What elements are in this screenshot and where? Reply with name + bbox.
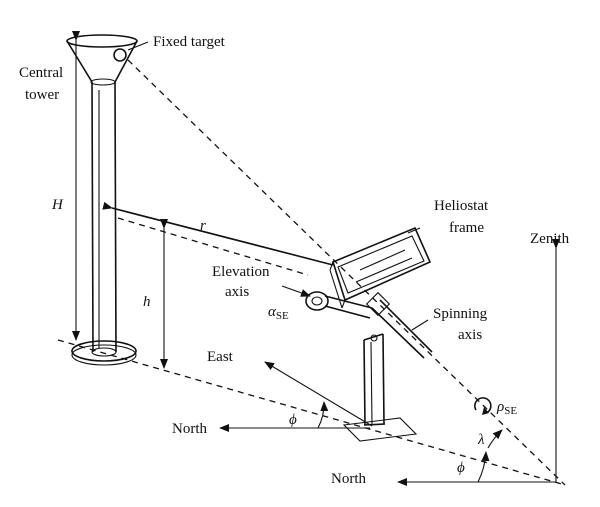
label-elevation-1: Elevation bbox=[212, 264, 270, 280]
label-zenith: Zenith bbox=[530, 231, 570, 247]
label-north-upper: North bbox=[172, 421, 207, 437]
fixed-target-leader bbox=[127, 41, 149, 51]
label-H: H bbox=[51, 197, 64, 213]
label-elevation-2: axis bbox=[225, 284, 249, 300]
rho-arrowhead bbox=[482, 407, 489, 415]
label-north-lower: North bbox=[331, 471, 366, 487]
heliostat-frame bbox=[305, 226, 433, 442]
central-tower bbox=[66, 34, 138, 366]
target-ray-line bbox=[127, 59, 566, 486]
lambda-arc bbox=[487, 429, 503, 449]
fixed-target-marker bbox=[113, 48, 127, 62]
height-h-dimension bbox=[117, 217, 309, 369]
rho-rotation-icon bbox=[474, 397, 492, 413]
east-axis bbox=[264, 361, 373, 427]
spinning-axis-leader bbox=[411, 319, 429, 331]
elevation-axis-leader bbox=[281, 285, 311, 297]
label-central-2: tower bbox=[25, 87, 59, 103]
label-lambda: λ bbox=[477, 432, 485, 448]
label-central-1: Central bbox=[19, 65, 63, 81]
phi-arc-upper bbox=[317, 401, 329, 429]
distance-r-line bbox=[102, 201, 334, 266]
label-r: r bbox=[200, 218, 206, 234]
label-phi-upper: ϕ bbox=[289, 412, 297, 428]
label-rho-sub: SE bbox=[504, 405, 517, 417]
ground-line bbox=[57, 339, 566, 486]
label-phi-lower: ϕ bbox=[457, 460, 465, 476]
label-spinning-2: axis bbox=[458, 327, 482, 343]
label-spinning-1: Spinning bbox=[433, 306, 488, 322]
label-heliostat-2: frame bbox=[449, 220, 484, 236]
label-fixed-target: Fixed target bbox=[153, 34, 226, 50]
label-alpha: αSE bbox=[268, 304, 289, 322]
label-heliostat-1: Heliostat bbox=[434, 198, 489, 214]
label-rho: ρSE bbox=[496, 399, 517, 417]
label-alpha-sub: SE bbox=[276, 310, 289, 322]
label-h: h bbox=[143, 294, 151, 310]
heliostat-frame-leader bbox=[407, 227, 421, 234]
label-east: East bbox=[207, 349, 234, 365]
phi-arc-lower bbox=[477, 451, 490, 483]
